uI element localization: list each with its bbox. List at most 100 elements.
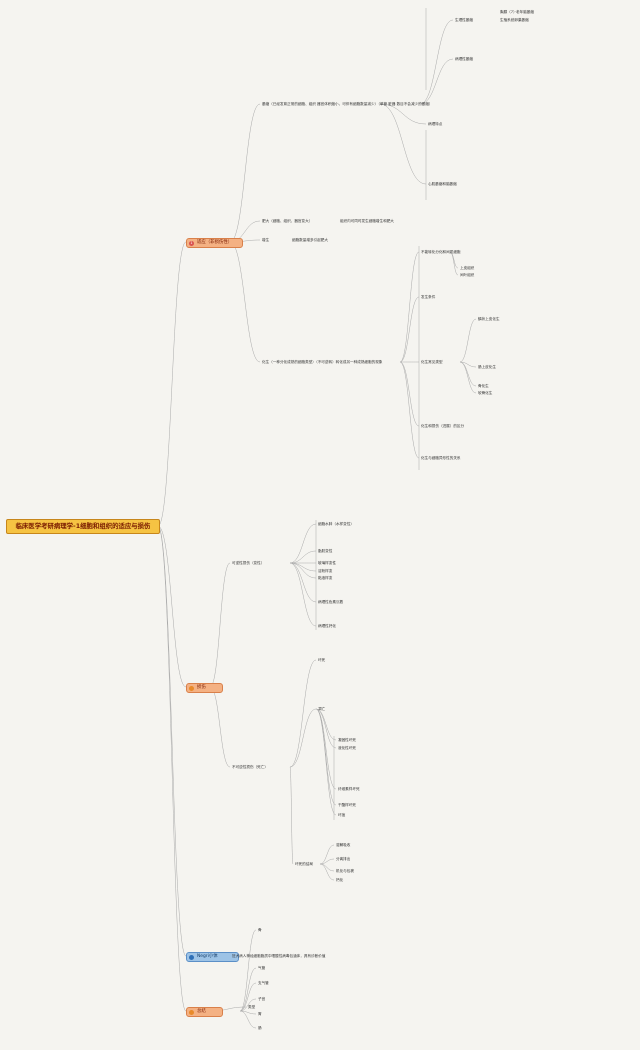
category-adaptation[interactable]: 1 适应（非损伤性） — [186, 238, 243, 248]
node[interactable]: 化生（一种分化成熟的细胞类型）（不可逆转）转化成另一种成熟细胞的现象 — [262, 360, 383, 364]
connector — [449, 251, 459, 276]
connector — [239, 1010, 257, 1029]
node[interactable]: 坏疽 — [338, 813, 346, 817]
node[interactable]: 组织内可同时发生细胞增生和肥大 — [340, 219, 394, 223]
priority-1-icon: 1 — [189, 240, 194, 246]
node[interactable]: 肠上皮化生 — [478, 365, 496, 369]
node[interactable]: 鳞状上皮化生 — [478, 317, 500, 321]
node[interactable]: 钙化 — [336, 878, 344, 882]
connector — [399, 361, 420, 427]
connector — [289, 562, 317, 627]
connector — [209, 686, 231, 768]
node[interactable]: 增生 — [262, 238, 270, 242]
node[interactable]: 气管 — [258, 966, 266, 970]
connector — [239, 998, 257, 1012]
connector — [315, 708, 337, 816]
node[interactable]: 间叶组织 — [460, 273, 475, 277]
info-icon — [189, 954, 194, 960]
node[interactable]: 化生常见类型 — [421, 360, 443, 364]
node[interactable]: 纤维素样坏死 — [338, 787, 360, 791]
node[interactable]: 骨化生 — [478, 384, 489, 388]
node[interactable]: 病理性色素沉着 — [318, 600, 344, 604]
node[interactable]: 坏死的结局 — [295, 862, 313, 866]
connector — [399, 296, 420, 363]
connector — [459, 361, 477, 368]
node[interactable]: 胸腺（7）·老年脑萎缩 — [500, 10, 534, 14]
connector — [459, 361, 477, 387]
node[interactable]: 可逆性损伤（变性） — [232, 561, 265, 565]
node[interactable]: 发生条件 — [421, 295, 436, 299]
category-adaptation-label: 适应（非损伤性） — [197, 240, 233, 245]
node[interactable]: 病理性钙化 — [318, 624, 336, 628]
negri-description: 狂犬病人神经细胞胞质中嗜酸性病毒包涵体，具有诊断价值 — [232, 954, 326, 958]
node[interactable]: 脂肪变性 — [318, 549, 333, 553]
connector — [449, 251, 459, 269]
connector — [399, 361, 420, 459]
node[interactable]: 玻璃样变性 — [318, 561, 336, 565]
node[interactable]: 病理特点 — [428, 122, 443, 126]
flag-icon — [189, 685, 194, 691]
connector — [379, 103, 427, 125]
connector — [289, 562, 317, 579]
connector — [319, 844, 335, 865]
connector — [239, 929, 257, 1012]
connector — [289, 562, 317, 603]
connector — [319, 858, 335, 865]
connector — [239, 982, 257, 1012]
category-summary[interactable]: 总结 — [186, 1007, 223, 1017]
connector — [315, 708, 337, 741]
connector — [157, 525, 187, 957]
connector — [419, 58, 454, 105]
connector — [157, 525, 187, 1012]
connector — [459, 318, 477, 363]
node[interactable]: 凝固性坏死 — [338, 738, 356, 742]
node[interactable]: 子宫 — [258, 997, 266, 1001]
node[interactable]: 心肌萎缩和脑萎缩 — [428, 182, 457, 186]
node[interactable]: 溶解吸收 — [336, 843, 351, 847]
connector — [289, 708, 317, 768]
node[interactable]: 干酪样坏死 — [338, 803, 356, 807]
node[interactable]: 坏死 — [318, 658, 326, 662]
root-topic[interactable]: 临床医学考研病理学-1细胞和组织的适应与损伤 — [6, 519, 160, 534]
node[interactable]: 淀粉样变 — [318, 569, 333, 573]
connector — [289, 550, 317, 564]
connector — [319, 863, 335, 872]
node[interactable]: 软骨化生 — [478, 391, 493, 395]
node[interactable]: 骨 — [258, 928, 262, 932]
node[interactable]: 生殖系统卵巢萎缩 — [500, 18, 529, 22]
node[interactable]: 凋亡 — [318, 707, 326, 711]
node[interactable]: 细胞数量增多引起肥大 — [292, 238, 328, 242]
node[interactable]: 细胞水肿（水样变性） — [318, 522, 354, 526]
connector — [289, 659, 317, 768]
node[interactable]: 不可逆性损伤（死亡） — [232, 765, 268, 769]
connector — [315, 708, 337, 806]
node[interactable]: 化生和损伤（进展）的区分 — [421, 424, 465, 428]
node[interactable]: 分离排出 — [336, 857, 351, 861]
category-negri-body[interactable]: Negri小体 — [186, 952, 239, 962]
node[interactable]: 液化性坏死 — [338, 746, 356, 750]
node[interactable]: 肠 — [258, 1026, 262, 1030]
node[interactable]: 胃 — [258, 1012, 262, 1016]
node[interactable]: 肥大（细胞、组织、器官变大） — [262, 219, 313, 223]
connector — [289, 766, 294, 865]
connector — [315, 708, 337, 749]
node[interactable]: 黏液样变 — [318, 576, 333, 580]
node[interactable]: 生理性萎缩 — [455, 18, 473, 22]
node[interactable]: 病理性萎缩 — [455, 57, 473, 61]
connector — [229, 241, 261, 363]
connector — [399, 251, 420, 363]
category-injury[interactable]: 损伤 — [186, 683, 223, 693]
node[interactable]: 上皮组织 — [460, 266, 475, 270]
node[interactable]: 支气管 — [258, 981, 269, 985]
connector — [157, 525, 187, 688]
node[interactable]: 萎缩（已经发育正常的细胞、组织 器官体积缩小，可伴有细胞数量减少）（单管 脏器 … — [262, 102, 433, 106]
category-summary-label: 总结 — [197, 1009, 206, 1014]
connector — [209, 562, 231, 688]
connector — [157, 241, 187, 527]
node[interactable]: 类型 — [248, 1005, 256, 1009]
connector — [319, 863, 335, 881]
node[interactable]: 化生与细胞异形性的关系 — [421, 456, 461, 460]
node[interactable]: 机化与包裹 — [336, 869, 354, 873]
node[interactable]: 不能转化分化和间质细胞 — [421, 250, 461, 254]
category-negri-label: Negri小体 — [197, 954, 218, 959]
